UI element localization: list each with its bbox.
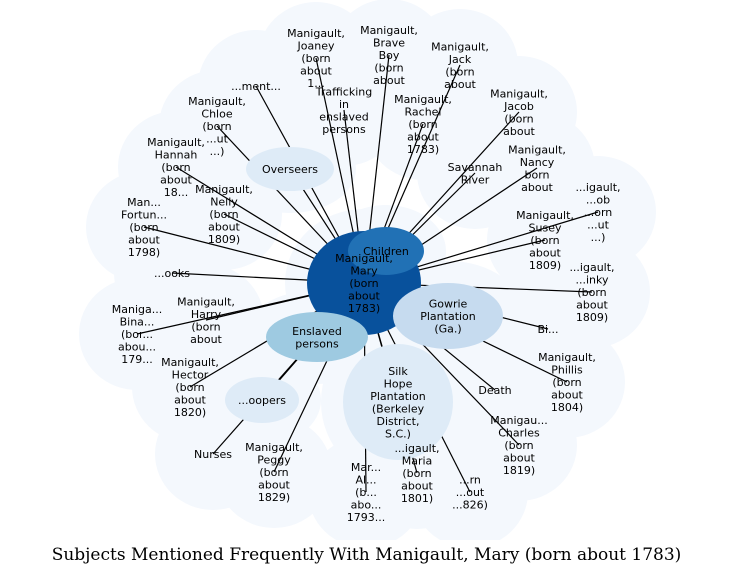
node-bubble-coopers[interactable] <box>225 377 299 423</box>
node-label-overseers[interactable]: Overseers <box>262 163 318 176</box>
node-label-jacob2[interactable]: ...igault,...ob...orn...ut...) <box>575 181 620 244</box>
node-label-cooks[interactable]: ...ooks <box>154 267 190 280</box>
node-label-coopers[interactable]: ...oopers <box>238 394 286 407</box>
node-bubble-silkhope[interactable] <box>343 344 453 460</box>
node-label-birth[interactable]: Bi... <box>537 323 558 336</box>
node-bubble-overseers[interactable] <box>246 147 334 191</box>
node-label-ment[interactable]: ...ment... <box>231 80 281 93</box>
node-bubble-gowrie[interactable] <box>393 283 503 349</box>
node-bubble-enslaved[interactable] <box>266 312 368 362</box>
node-label-n1826[interactable]: ...rn...out...826) <box>452 474 488 512</box>
node-label-bina[interactable]: Maniga...Bina...(bor...abou...179... <box>112 303 162 366</box>
node-label-chloe[interactable]: Manigault,Chloe(born...ut...) <box>188 95 246 158</box>
node-label-al[interactable]: Mar...Al...(b...abo...1793... <box>347 461 385 524</box>
node-label-children[interactable]: Children <box>363 245 409 258</box>
node-label-nurses[interactable]: Nurses <box>194 448 232 461</box>
node-label-death[interactable]: Death <box>478 384 511 397</box>
bubble-layer <box>225 147 503 460</box>
node-bubble-children[interactable] <box>348 227 424 275</box>
diagram-caption: Subjects Mentioned Frequently With Manig… <box>51 545 682 565</box>
